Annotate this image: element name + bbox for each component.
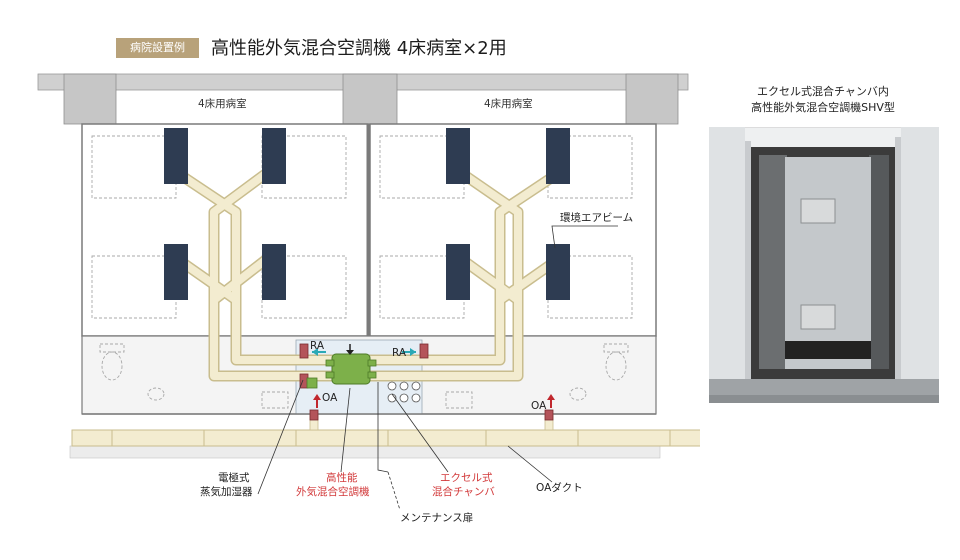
humidifier-label-line1: 電極式	[218, 471, 250, 484]
page-title: 高性能外気混合空調機 4床病室×2用	[211, 38, 507, 59]
oa-duct	[71, 413, 700, 447]
room-label-right: 4床用病室	[484, 97, 533, 110]
airflow-arrows	[312, 344, 555, 408]
photo-caption-line1: エクセル式混合チャンバ内	[757, 85, 889, 98]
product-photo	[709, 127, 939, 403]
chamber-label-line1: エクセル式	[440, 471, 493, 484]
humidifier-unit	[306, 377, 318, 389]
chamber-label-line2: 混合チャンバ	[432, 485, 495, 498]
maintenance-door-label: メンテナンス扉	[400, 511, 473, 524]
oa-label-side: OA	[531, 400, 547, 412]
photo-caption-line2: 高性能外気混合空調機SHV型	[751, 101, 895, 114]
oa-duct-label: OAダクト	[536, 481, 583, 494]
air-handling-unit	[306, 353, 377, 389]
ra-label-left: RA	[310, 340, 325, 352]
bathroom-fixtures	[99, 343, 629, 409]
oa-label-unit: OA	[322, 392, 338, 404]
building-shell	[37, 73, 689, 459]
room-label-left: 4床用病室	[198, 97, 247, 110]
ahu-label-line1: 高性能	[326, 471, 358, 484]
photo-caption: エクセル式混合チャンバ内 高性能外気混合空調機SHV型	[708, 84, 938, 116]
outlet-grille	[387, 381, 421, 403]
ra-label-right: RA	[392, 347, 407, 359]
leader-lines	[257, 225, 618, 511]
air-beam-label: 環境エアビーム	[560, 211, 633, 224]
humidifier-label-line2: 蒸気加湿器	[200, 485, 253, 498]
air-beam-units	[164, 128, 570, 300]
ahu-label-line2: 外気混合空調機	[296, 485, 370, 498]
ahu-cabinet	[785, 157, 871, 369]
category-badge: 病院設置例	[116, 38, 199, 58]
dampers	[299, 343, 554, 421]
floor-plan-diagram: 4床用病室 4床用病室 環境エアビーム RA RA OA OA OA 電極式 蒸…	[37, 73, 700, 524]
